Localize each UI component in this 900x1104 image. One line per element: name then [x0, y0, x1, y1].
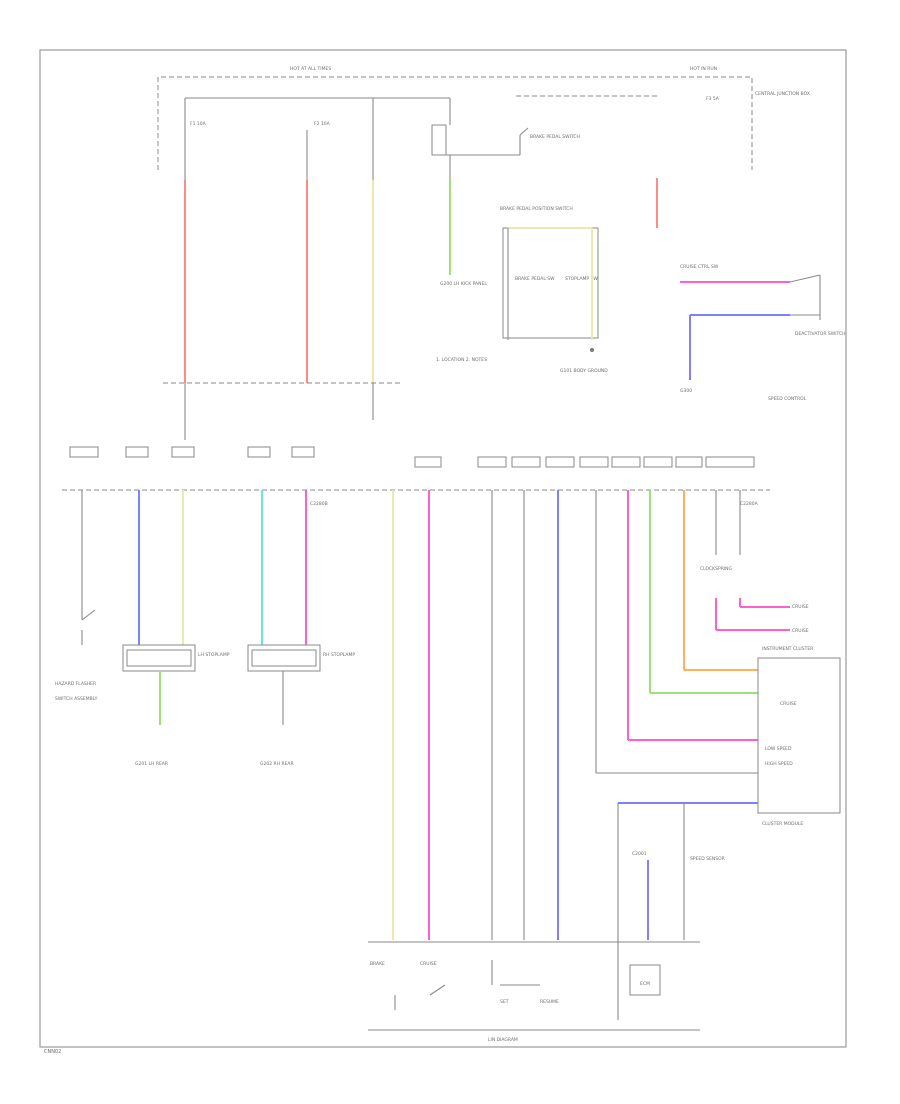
svg-text:C2280B: C2280B	[310, 501, 328, 507]
top-feed-lines	[184, 98, 509, 440]
ground-g200-label: G200 LH KICK PANEL	[440, 281, 487, 287]
svg-text:BRAKE PEDAL SW: BRAKE PEDAL SW	[515, 276, 555, 282]
svg-text:1. LOCATION 2. NOTES: 1. LOCATION 2. NOTES	[436, 357, 487, 363]
svg-text:LH STOPLAMP: LH STOPLAMP	[198, 652, 230, 658]
svg-text:DEACTIVATOR SWITCH: DEACTIVATOR SWITCH	[795, 331, 846, 337]
svg-text:F3 5A: F3 5A	[706, 96, 720, 102]
diagram-frame	[39, 49, 847, 1048]
cruise-switch-group: CRUISE CTRL SW DEACTIVATOR SWITCH SPEED …	[680, 264, 846, 402]
svg-text:F2 10A: F2 10A	[314, 121, 331, 127]
brake-switch-group: BRAKE PEDAL SWITCH BRAKE PEDAL POSITION …	[431, 98, 608, 374]
instrument-cluster: INSTRUMENT CLUSTER CRUISE LOW SPEED HIGH…	[757, 646, 841, 827]
svg-text:RH STOPLAMP: RH STOPLAMP	[323, 652, 355, 658]
svg-text:RESUME: RESUME	[540, 999, 559, 1005]
svg-text:C2001: C2001	[632, 851, 647, 857]
footer-label: LIN DIAGRAM	[488, 1037, 518, 1043]
svg-text:LOW SPEED: LOW SPEED	[765, 746, 792, 752]
svg-text:BRAKE: BRAKE	[370, 961, 385, 967]
svg-text:SPEED SENSOR: SPEED SENSOR	[690, 856, 725, 862]
svg-text:G201 LH REAR: G201 LH REAR	[135, 761, 168, 767]
svg-text:F1 10A: F1 10A	[190, 121, 207, 127]
svg-text:BRAKE PEDAL POSITION SWITCH: BRAKE PEDAL POSITION SWITCH	[500, 206, 573, 212]
svg-text:CRUISE: CRUISE	[420, 961, 437, 967]
svg-text:SET: SET	[500, 999, 509, 1005]
left-switch-group: HAZARD FLASHER SWITCH ASSEMBLY	[55, 609, 98, 702]
power-feed-group: HOT AT ALL TIMES HOT IN RUN CENTRAL JUNC…	[157, 66, 810, 170]
svg-text:HAZARD FLASHER: HAZARD FLASHER	[55, 681, 96, 687]
connector-tabs	[69, 446, 755, 468]
svg-text:ECM: ECM	[640, 981, 650, 987]
svg-text:STOPLAMP SW: STOPLAMP SW	[565, 276, 598, 282]
lower-right-feed: SPEED SENSOR C2001	[617, 802, 758, 1020]
svg-text:HIGH SPEED: HIGH SPEED	[765, 761, 793, 767]
svg-text:HOT IN RUN: HOT IN RUN	[690, 66, 717, 72]
svg-text:G202 RH REAR: G202 RH REAR	[260, 761, 294, 767]
bottom-module: LIN DIAGRAM ECM BRAKE CRUISE SET RESUME	[368, 941, 700, 1043]
svg-text:SPEED CONTROL: SPEED CONTROL	[768, 396, 807, 402]
svg-text:G300: G300	[680, 388, 692, 394]
svg-text:CLOCKSPRING: CLOCKSPRING	[700, 566, 733, 572]
lamp-modules: LH STOPLAMP RH STOPLAMP G201 LH REAR G20…	[122, 644, 355, 767]
svg-text:CRUISE: CRUISE	[792, 604, 809, 610]
svg-text:CENTRAL JUNCTION BOX: CENTRAL JUNCTION BOX	[755, 91, 810, 97]
svg-text:CRUISE CTRL SW: CRUISE CTRL SW	[680, 264, 719, 270]
svg-text:CRUISE: CRUISE	[780, 701, 797, 707]
svg-text:CLUSTER MODULE: CLUSTER MODULE	[762, 821, 803, 827]
svg-text:C2280A: C2280A	[740, 501, 759, 507]
svg-text:BRAKE PEDAL SWITCH: BRAKE PEDAL SWITCH	[530, 134, 580, 140]
svg-text:G101 BODY GROUND: G101 BODY GROUND	[560, 368, 608, 374]
svg-text:INSTRUMENT CLUSTER: INSTRUMENT CLUSTER	[762, 646, 813, 652]
svg-text:HOT AT ALL TIMES: HOT AT ALL TIMES	[290, 66, 331, 72]
page-ref: CNN02	[44, 1049, 61, 1055]
svg-text:CRUISE: CRUISE	[792, 628, 809, 634]
svg-text:SWITCH ASSEMBLY: SWITCH ASSEMBLY	[55, 696, 98, 702]
